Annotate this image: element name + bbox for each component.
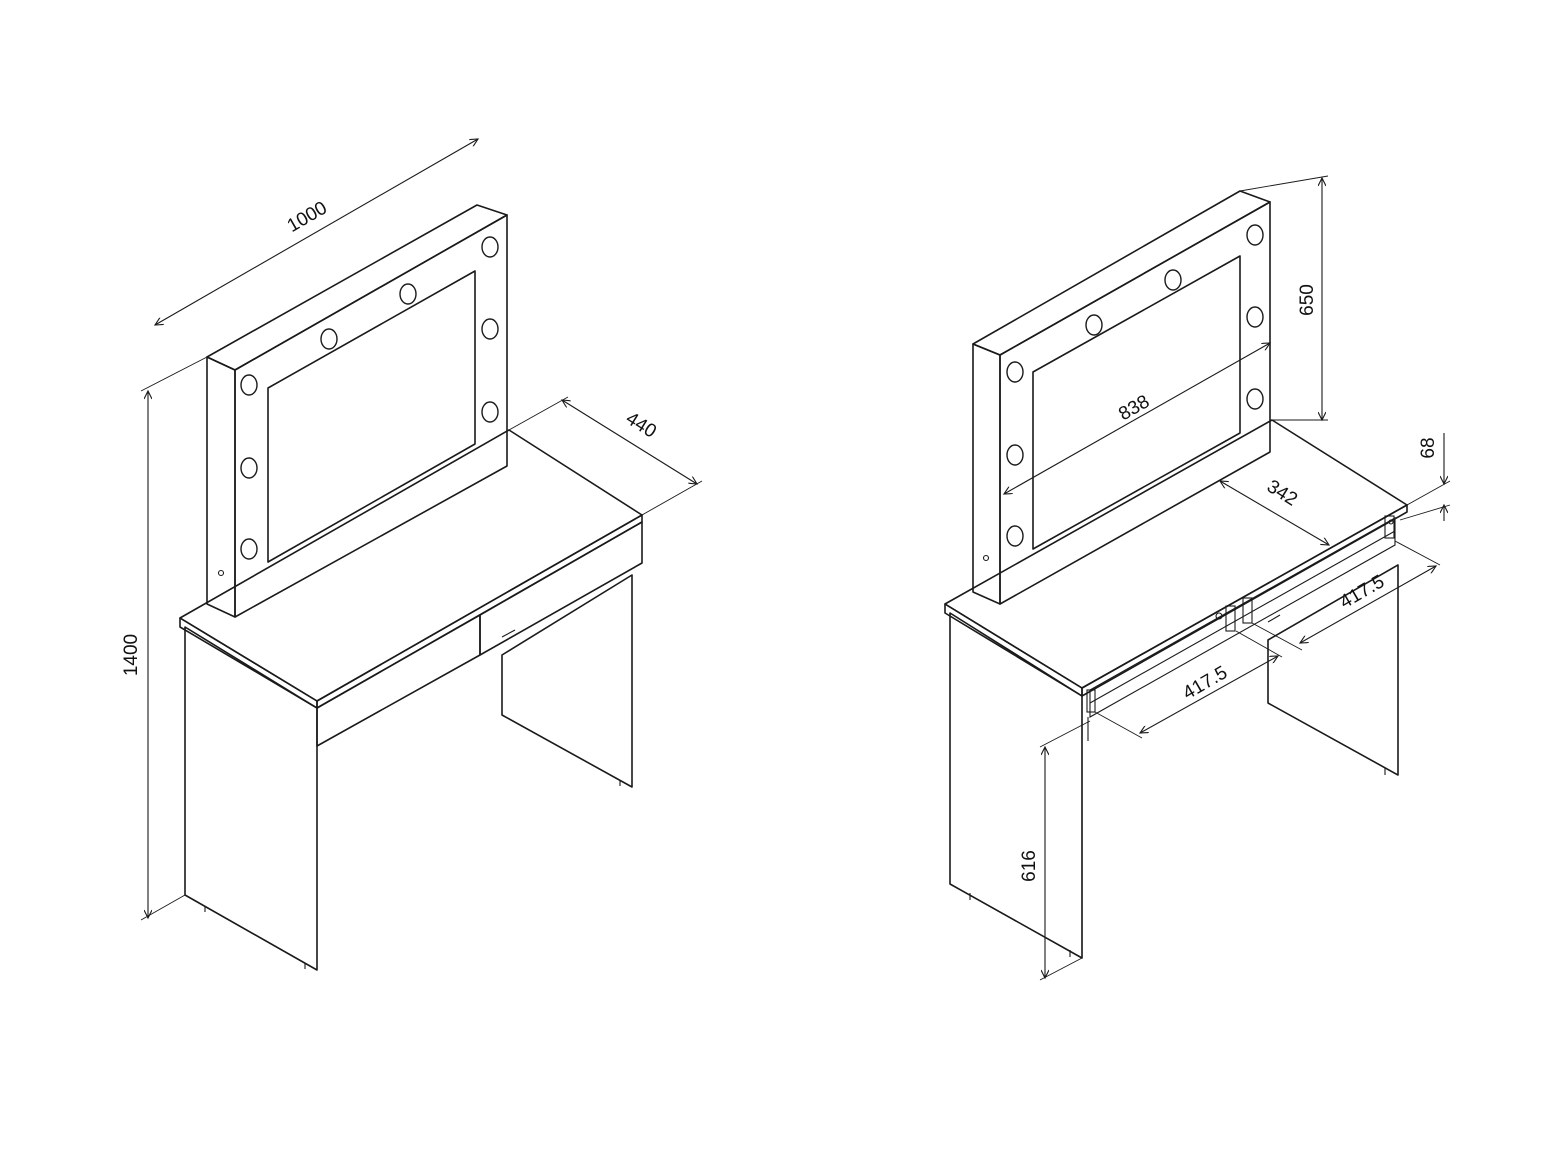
bulb-icon bbox=[481, 401, 499, 423]
right-leg-front bbox=[949, 612, 1083, 959]
dimension-mirror-height-label: 650 bbox=[1297, 284, 1318, 316]
dimension-knee-height-label: 616 bbox=[1019, 850, 1040, 882]
left-mirror-glass bbox=[267, 270, 476, 563]
dimension-drawer-height: 68 bbox=[1399, 433, 1451, 521]
right-mirror-side bbox=[972, 343, 1001, 605]
switch-icon bbox=[982, 554, 990, 562]
dimension-depth: 440 bbox=[508, 396, 703, 516]
bulb-icon bbox=[481, 318, 499, 340]
left-mirror-top bbox=[206, 204, 508, 371]
dimension-total-height-label: 1400 bbox=[121, 634, 142, 676]
left-leg-front bbox=[184, 626, 318, 971]
drawer-hardware bbox=[1086, 515, 1395, 713]
dimension-total-height: 1400 bbox=[121, 356, 208, 921]
dimension-drawer-width-right-label: 417.5 bbox=[1336, 571, 1388, 613]
bulb-icon bbox=[1006, 444, 1024, 466]
right-table-top-right-edge bbox=[1081, 504, 1408, 697]
bulb-icon bbox=[320, 328, 338, 350]
bulb-icon bbox=[240, 374, 258, 396]
dimension-drawer-height-label: 68 bbox=[1418, 437, 1439, 458]
dimension-drawer-width-left-label: 417.5 bbox=[1179, 662, 1231, 704]
bulb-icon bbox=[240, 457, 258, 479]
bulb-icon bbox=[1246, 388, 1264, 410]
right-leg-back bbox=[1267, 564, 1399, 776]
bulb-icon bbox=[1006, 361, 1024, 383]
dimension-mirror-height: 650 bbox=[1239, 175, 1329, 420]
dimension-mirror-width-label: 838 bbox=[1115, 391, 1153, 425]
bulb-icon bbox=[399, 283, 417, 305]
right-mirror-bulbs bbox=[982, 224, 1264, 562]
bulb-icon bbox=[1246, 224, 1264, 246]
left-mirror-side bbox=[206, 356, 236, 618]
dimension-drawer-depth: 342 bbox=[1220, 476, 1329, 545]
dimension-depth-label: 440 bbox=[622, 408, 660, 443]
left-drawer-front-1 bbox=[316, 614, 481, 747]
left-leg-back bbox=[501, 574, 633, 788]
dimension-knee-height: 616 bbox=[1019, 720, 1091, 981]
bulb-icon bbox=[1085, 314, 1103, 336]
bulb-icon bbox=[240, 538, 258, 560]
bulb-icon bbox=[1164, 269, 1182, 291]
bulb-icon bbox=[481, 236, 499, 258]
right-vanity-view: 650 838 68 342 417.5 bbox=[944, 175, 1451, 981]
left-drawer-front-2 bbox=[479, 521, 643, 656]
right-mirror-top bbox=[972, 190, 1271, 356]
bulb-icon bbox=[1006, 525, 1024, 547]
switch-icon bbox=[217, 569, 225, 577]
dimension-width-label: 1000 bbox=[284, 198, 331, 237]
bulb-icon bbox=[1246, 306, 1264, 328]
left-vanity-view: 1000 440 1400 bbox=[121, 139, 703, 971]
dimension-drawer-depth-label: 342 bbox=[1263, 476, 1301, 511]
drawer-rail-front bbox=[1089, 517, 1396, 718]
left-mirror-bulbs bbox=[217, 236, 499, 577]
